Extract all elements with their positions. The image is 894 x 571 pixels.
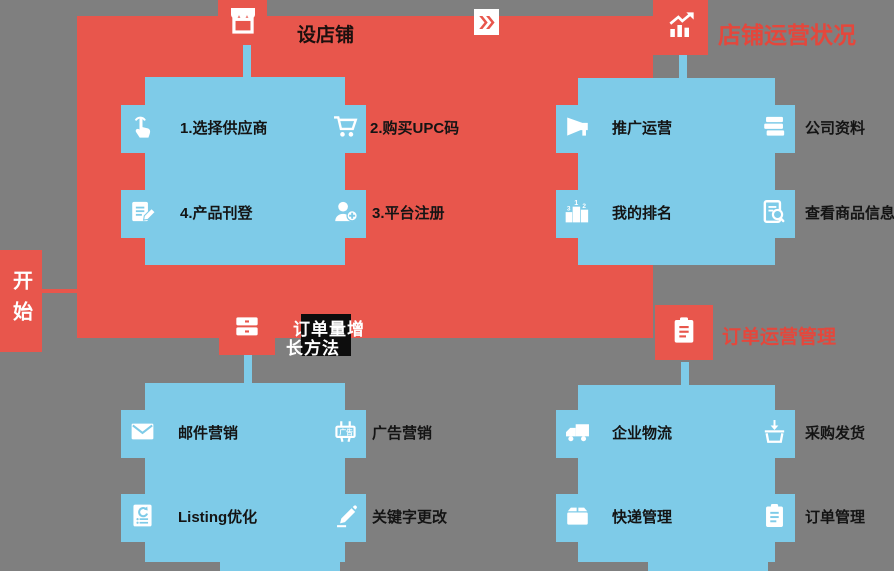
section-title-store-setup: 设店铺 — [297, 25, 355, 46]
billboard-icon: 广告 — [331, 417, 360, 451]
section-title-shop-status: 店铺运营状况 — [718, 22, 856, 48]
item-square — [324, 494, 366, 542]
svg-text:3: 3 — [566, 206, 570, 213]
item-square — [753, 105, 795, 153]
item-label: 广告营销 — [372, 425, 433, 442]
item-square — [324, 190, 366, 238]
document-search-icon — [760, 197, 789, 231]
panel-order-growth-bottom-tab — [220, 562, 340, 571]
svg-text:1: 1 — [574, 198, 578, 207]
connector-store-setup — [243, 45, 251, 78]
item-square — [121, 410, 163, 458]
connector-order-growth — [244, 350, 252, 384]
chart-growth-icon — [665, 9, 697, 46]
item-square — [753, 190, 795, 238]
item-label: 我的排名 — [612, 205, 673, 222]
panel-order-management — [578, 385, 775, 562]
item-square — [121, 494, 163, 542]
item-square: 广告 — [324, 410, 366, 458]
pen-icon — [331, 501, 360, 535]
envelope-icon — [128, 417, 157, 451]
double-chevron-right-icon — [474, 9, 499, 35]
section-title-order-growth-line1: 订单量增 — [293, 320, 365, 339]
basket-receive-icon — [760, 417, 789, 451]
section-title-order-management: 订单运营管理 — [722, 327, 837, 348]
section-title-backdrop — [301, 314, 351, 356]
svg-text:2: 2 — [582, 203, 586, 210]
panel-order-growth — [145, 383, 345, 562]
section-square-order-growth — [219, 301, 275, 355]
section-square-store-setup — [218, 0, 267, 45]
clipboard-icon — [668, 314, 700, 351]
start-label: 开始 — [9, 270, 32, 332]
item-label: Listing优化 — [178, 509, 258, 526]
section-title-order-growth-line2: 长方法 — [286, 339, 340, 358]
clipboard-list-icon — [760, 501, 789, 535]
truck-icon — [563, 417, 592, 451]
item-label: 公司资料 — [805, 120, 866, 137]
item-label: 企业物流 — [612, 425, 673, 442]
megaphone-icon — [563, 112, 592, 146]
storefront-icon — [227, 4, 259, 41]
item-label: 快递管理 — [612, 509, 673, 526]
item-label: 2.购买UPC码 — [370, 120, 460, 137]
hand-click-icon — [128, 112, 157, 146]
connector-order-management — [681, 362, 689, 386]
item-square — [753, 410, 795, 458]
item-label: 查看商品信息 — [805, 205, 894, 222]
item-square — [324, 105, 366, 153]
item-square — [121, 190, 163, 238]
shopping-cart-icon — [331, 112, 360, 146]
item-label: 订单管理 — [805, 509, 866, 526]
item-label: 采购发货 — [805, 425, 866, 442]
item-square — [753, 494, 795, 542]
books-icon — [760, 112, 789, 146]
item-label: 关键字更改 — [372, 509, 448, 526]
item-square — [556, 410, 598, 458]
connector-shop-status — [679, 55, 687, 79]
item-label: 推广运营 — [612, 120, 673, 137]
item-label: 1.选择供应商 — [180, 120, 268, 137]
panel-store-setup — [145, 77, 345, 265]
document-edit-icon — [128, 197, 157, 231]
item-square — [121, 105, 163, 153]
panel-order-management-bottom-tab — [648, 562, 768, 571]
drawers-icon — [231, 310, 263, 347]
start-node: 开始 — [0, 250, 42, 352]
item-label: 邮件营销 — [178, 425, 239, 442]
user-add-icon — [331, 197, 360, 231]
item-square — [556, 105, 598, 153]
billboard-icon-text: 广告 — [339, 428, 353, 437]
item-square — [556, 494, 598, 542]
panel-shop-status — [578, 78, 775, 265]
section-square-shop-status — [653, 0, 708, 55]
start-connector-line — [42, 289, 77, 293]
document-refresh-icon — [128, 501, 157, 535]
section-square-order-management — [655, 305, 713, 360]
parcel-box-icon — [563, 501, 592, 535]
item-label: 3.平台注册 — [372, 205, 445, 222]
item-label: 4.产品刊登 — [180, 205, 253, 222]
